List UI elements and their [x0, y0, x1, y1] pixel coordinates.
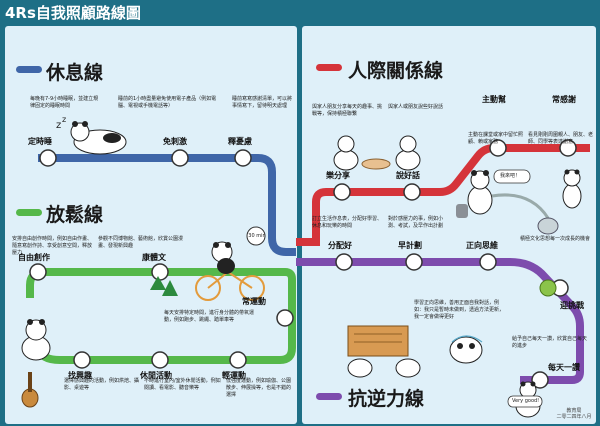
- station-label-res-2: 正向思維: [466, 241, 498, 250]
- resilience-note-2: 給予自己每天一讚，欣賞自己每天的進步: [512, 336, 588, 349]
- relationship-note-0: 與家人朋友分享每天的趣事、挑戰等，保持積極聯繫: [312, 104, 383, 117]
- guitar-panda-illustration: [21, 319, 51, 408]
- resilience-heading: 抗逆力線: [348, 388, 425, 410]
- studying-pandas-illustration: [347, 325, 421, 378]
- relationship-note-1: 與家人或朋友說些好說話: [388, 104, 444, 110]
- relationship-note-5: 對於感壓力的事，例如小測、考試，及早作出計劃: [388, 216, 444, 229]
- rest-heading-bar: [16, 66, 42, 73]
- cheer-bubble: [507, 395, 543, 408]
- rest-heading: 休息線: [46, 62, 104, 84]
- station-dot-res-0: [335, 253, 353, 271]
- station-dot-res-1: [405, 253, 423, 271]
- standing-panda-illustration: [562, 169, 582, 209]
- clock-label: 30 min: [248, 233, 266, 239]
- station-label-rest-1: 免刺激: [163, 137, 187, 146]
- station-label-rel-1: 說好話: [396, 171, 420, 180]
- relationship-note-2: 主動在課堂或家中留忙照顧、賴或家務: [468, 132, 524, 145]
- signature: 教育局 二零二四年八月: [552, 408, 596, 420]
- station-dot-rest-0: [39, 149, 57, 167]
- relax-note-3: 選擇感興趣的活動，例如烘焙、攝影、桌遊等: [64, 378, 140, 391]
- station-dot-res-4: [531, 371, 549, 389]
- station-dot-relax-2: [73, 351, 91, 369]
- station-dot-rel-3: [559, 139, 577, 157]
- station-label-relax-5: 常運動: [242, 297, 266, 306]
- rest-note-2: 睡前寫寫感謝清單，可以將事情寫下，留待明天處理: [232, 96, 293, 109]
- station-label-res-4: 每天一讚: [548, 363, 580, 372]
- station-label-res-0: 分配好: [328, 241, 352, 250]
- tree-icons: [150, 276, 178, 296]
- relationship-note-4: 訂立生活作息表，分配好學習、休息和玩樂的時間: [312, 216, 383, 229]
- station-dot-relax-1: [151, 263, 169, 281]
- station-dot-rest-1: [171, 149, 189, 167]
- station-label-relax-1: 康體文: [142, 253, 166, 262]
- relax-heading: 放鬆線: [46, 204, 104, 226]
- station-label-rest-0: 定時睡: [28, 137, 52, 146]
- signature-org: 教育局: [566, 408, 582, 414]
- apple-icon: [539, 279, 557, 297]
- resilience-note-0: 積極文化思想每一次成長的機會: [520, 236, 591, 242]
- rest-line: [38, 154, 296, 256]
- relax-heading-bar: [16, 209, 42, 216]
- station-label-rest-2: 釋憂慮: [228, 137, 252, 146]
- sleeping-panda-illustration: z z: [56, 115, 127, 155]
- station-label-relax-0: 自由創作: [18, 253, 50, 262]
- rest-note-1: 睡前的1小時盡量避免使用電子產品（例如電腦、電視或手機電話等）: [118, 96, 217, 109]
- relax-note-1: 參觀不同博物館、藝術館，欣賞公園漫畫、發現新興趣: [98, 236, 184, 249]
- cheer-text: Very good!: [512, 398, 540, 404]
- dining-pandas-illustration: [333, 135, 421, 171]
- svg-text:z: z: [62, 115, 66, 124]
- resilience-line: [296, 258, 584, 384]
- station-dot-relax-0: [29, 263, 47, 281]
- station-label-res-1: 早計劃: [398, 241, 422, 250]
- speech-bubble: [493, 169, 531, 184]
- resilience-note-1: 學習正向思維，善用正面自我對話，例如：我只是暫時未做到，透過方法更新，我一定會做…: [414, 300, 505, 320]
- clock-icon: [246, 226, 266, 246]
- station-dot-rel-1: [403, 183, 421, 201]
- rest-note-0: 每晚有7-9小時睡眠，並建立規律固定的睡眠時間: [30, 96, 99, 109]
- page-title: 4Rs自我照顧路線圖: [5, 4, 141, 22]
- station-dot-relax-4: [229, 351, 247, 369]
- resilience-heading-bar: [316, 393, 342, 400]
- relax-note-0: 安排自由創作時間，例如自由作畫、隨意寫創作詩、享受創意空間，釋放壓力: [12, 236, 93, 256]
- signature-date: 二零二四年八月: [556, 414, 592, 420]
- relationship-heading: 人際關係線: [348, 60, 444, 82]
- speech-text: 我來吧！: [500, 173, 521, 179]
- station-label-relax-3: 休閒活動: [140, 371, 172, 380]
- relationship-note-3: 看見剛剛周圍親人、朋友、老師、同學等表達謝意: [528, 132, 594, 145]
- station-dot-relax-3: [151, 351, 169, 369]
- cycling-panda-illustration: [195, 241, 265, 301]
- station-dot-relax-5: [276, 309, 294, 327]
- station-label-rel-0: 樂分享: [326, 171, 350, 180]
- relax-note-4: 不時進行室內/室外休閒活動，例如閱讀、看電影、聽音樂等: [144, 378, 221, 391]
- relax-note-2: 每天安排特定時間，進行身分體的帶氧運動，例如跑步、跳繩、踏單車等: [164, 310, 255, 323]
- vacuum-panda-illustration: [456, 170, 559, 235]
- station-label-relax-2: 找興趣: [68, 371, 92, 380]
- station-label-relax-4: 輕運動: [222, 371, 246, 380]
- title-bar: 4Rs自我照顧路線圖: [0, 0, 600, 24]
- station-label-rel-3: 常感謝: [552, 95, 576, 104]
- relationship-heading-bar: [316, 64, 342, 71]
- station-label-res-3: 迎挑戰: [560, 301, 584, 310]
- relationship-line: [296, 144, 590, 246]
- station-dot-rest-2: [234, 149, 252, 167]
- station-label-rel-2: 主動幫: [482, 95, 506, 104]
- station-dot-rel-2: [489, 139, 507, 157]
- thinking-panda-illustration: [449, 335, 483, 364]
- svg-text:z: z: [56, 120, 61, 131]
- station-dot-res-2: [479, 253, 497, 271]
- station-dot-rel-0: [333, 183, 351, 201]
- relax-note-5: 低強度運動，例如瑜伽、公園散步、伸展操等，也是不錯的選擇: [226, 378, 292, 398]
